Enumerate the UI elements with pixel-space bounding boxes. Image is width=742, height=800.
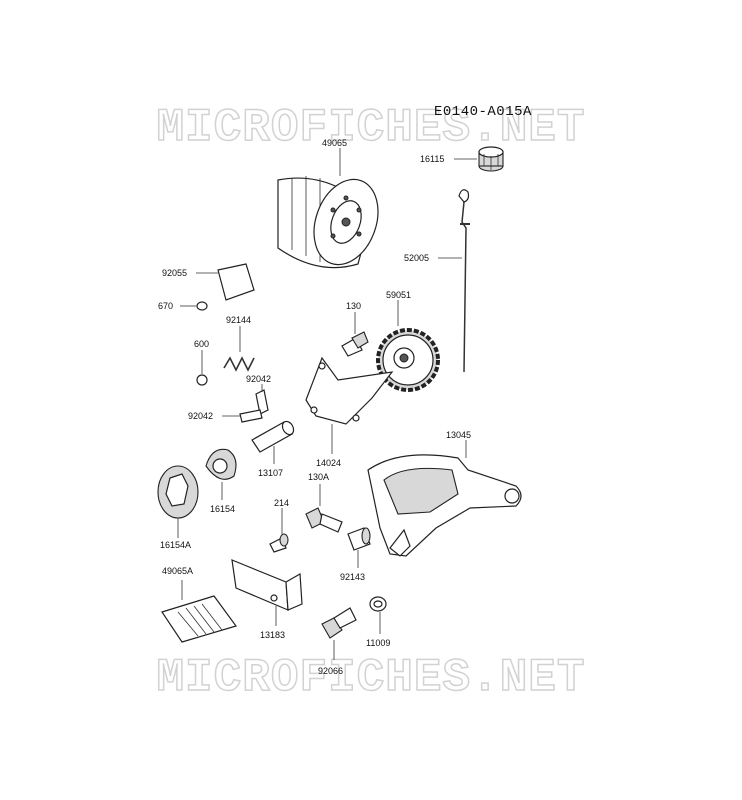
diagram-code: E0140-A015A bbox=[434, 104, 532, 120]
part-oil-cap[interactable] bbox=[478, 146, 504, 172]
part-bushing[interactable] bbox=[347, 527, 371, 551]
label-92042-left: 92042 bbox=[188, 411, 213, 421]
label-670: 670 bbox=[158, 301, 173, 311]
part-oil-pan[interactable] bbox=[367, 454, 522, 557]
part-washer[interactable] bbox=[369, 596, 387, 612]
part-pump-plate[interactable] bbox=[305, 356, 394, 425]
label-92042-top: 92042 bbox=[246, 374, 271, 384]
part-spring[interactable] bbox=[223, 356, 255, 372]
watermark-top: MICROFICHES.NET bbox=[156, 101, 586, 155]
part-strainer-bracket[interactable] bbox=[231, 559, 303, 611]
part-pin-670[interactable] bbox=[196, 301, 208, 311]
label-92066: 92066 bbox=[318, 666, 343, 676]
part-bolt-214[interactable] bbox=[269, 533, 289, 553]
part-dipstick[interactable] bbox=[458, 189, 470, 373]
label-16154: 16154 bbox=[210, 504, 235, 514]
label-92055: 92055 bbox=[162, 268, 187, 278]
part-gasket[interactable] bbox=[217, 263, 255, 301]
label-92143: 92143 bbox=[340, 572, 365, 582]
label-49065: 49065 bbox=[322, 138, 347, 148]
label-11009: 11009 bbox=[366, 638, 390, 648]
part-outer-rotor[interactable] bbox=[157, 465, 199, 519]
label-13107: 13107 bbox=[258, 468, 283, 478]
part-gear[interactable] bbox=[376, 328, 440, 392]
part-pin-92042b[interactable] bbox=[239, 409, 263, 423]
part-shaft[interactable] bbox=[251, 419, 296, 453]
part-oil-screen[interactable] bbox=[161, 595, 237, 643]
watermark-bottom: MICROFICHES.NET bbox=[156, 651, 586, 705]
label-13045: 13045 bbox=[446, 430, 471, 440]
label-16154A: 16154A bbox=[160, 540, 191, 550]
part-drain-plug[interactable] bbox=[321, 607, 357, 639]
label-92144: 92144 bbox=[226, 315, 251, 325]
part-pin-92042a[interactable] bbox=[255, 389, 269, 415]
label-59051: 59051 bbox=[386, 290, 411, 300]
label-130: 130 bbox=[346, 301, 361, 311]
label-13183: 13183 bbox=[260, 630, 285, 640]
label-214: 214 bbox=[274, 498, 289, 508]
part-bolt-130a[interactable] bbox=[305, 507, 343, 533]
label-52005: 52005 bbox=[404, 253, 429, 263]
label-130A: 130A bbox=[308, 472, 329, 482]
part-bolt-130[interactable] bbox=[341, 331, 369, 357]
part-oil-filter[interactable] bbox=[277, 170, 389, 273]
label-14024: 14024 bbox=[316, 458, 341, 468]
label-600: 600 bbox=[194, 339, 209, 349]
part-ball[interactable] bbox=[196, 374, 208, 386]
part-inner-rotor[interactable] bbox=[205, 448, 237, 480]
label-49065A: 49065A bbox=[162, 566, 193, 576]
label-16115: 16115 bbox=[420, 154, 444, 164]
